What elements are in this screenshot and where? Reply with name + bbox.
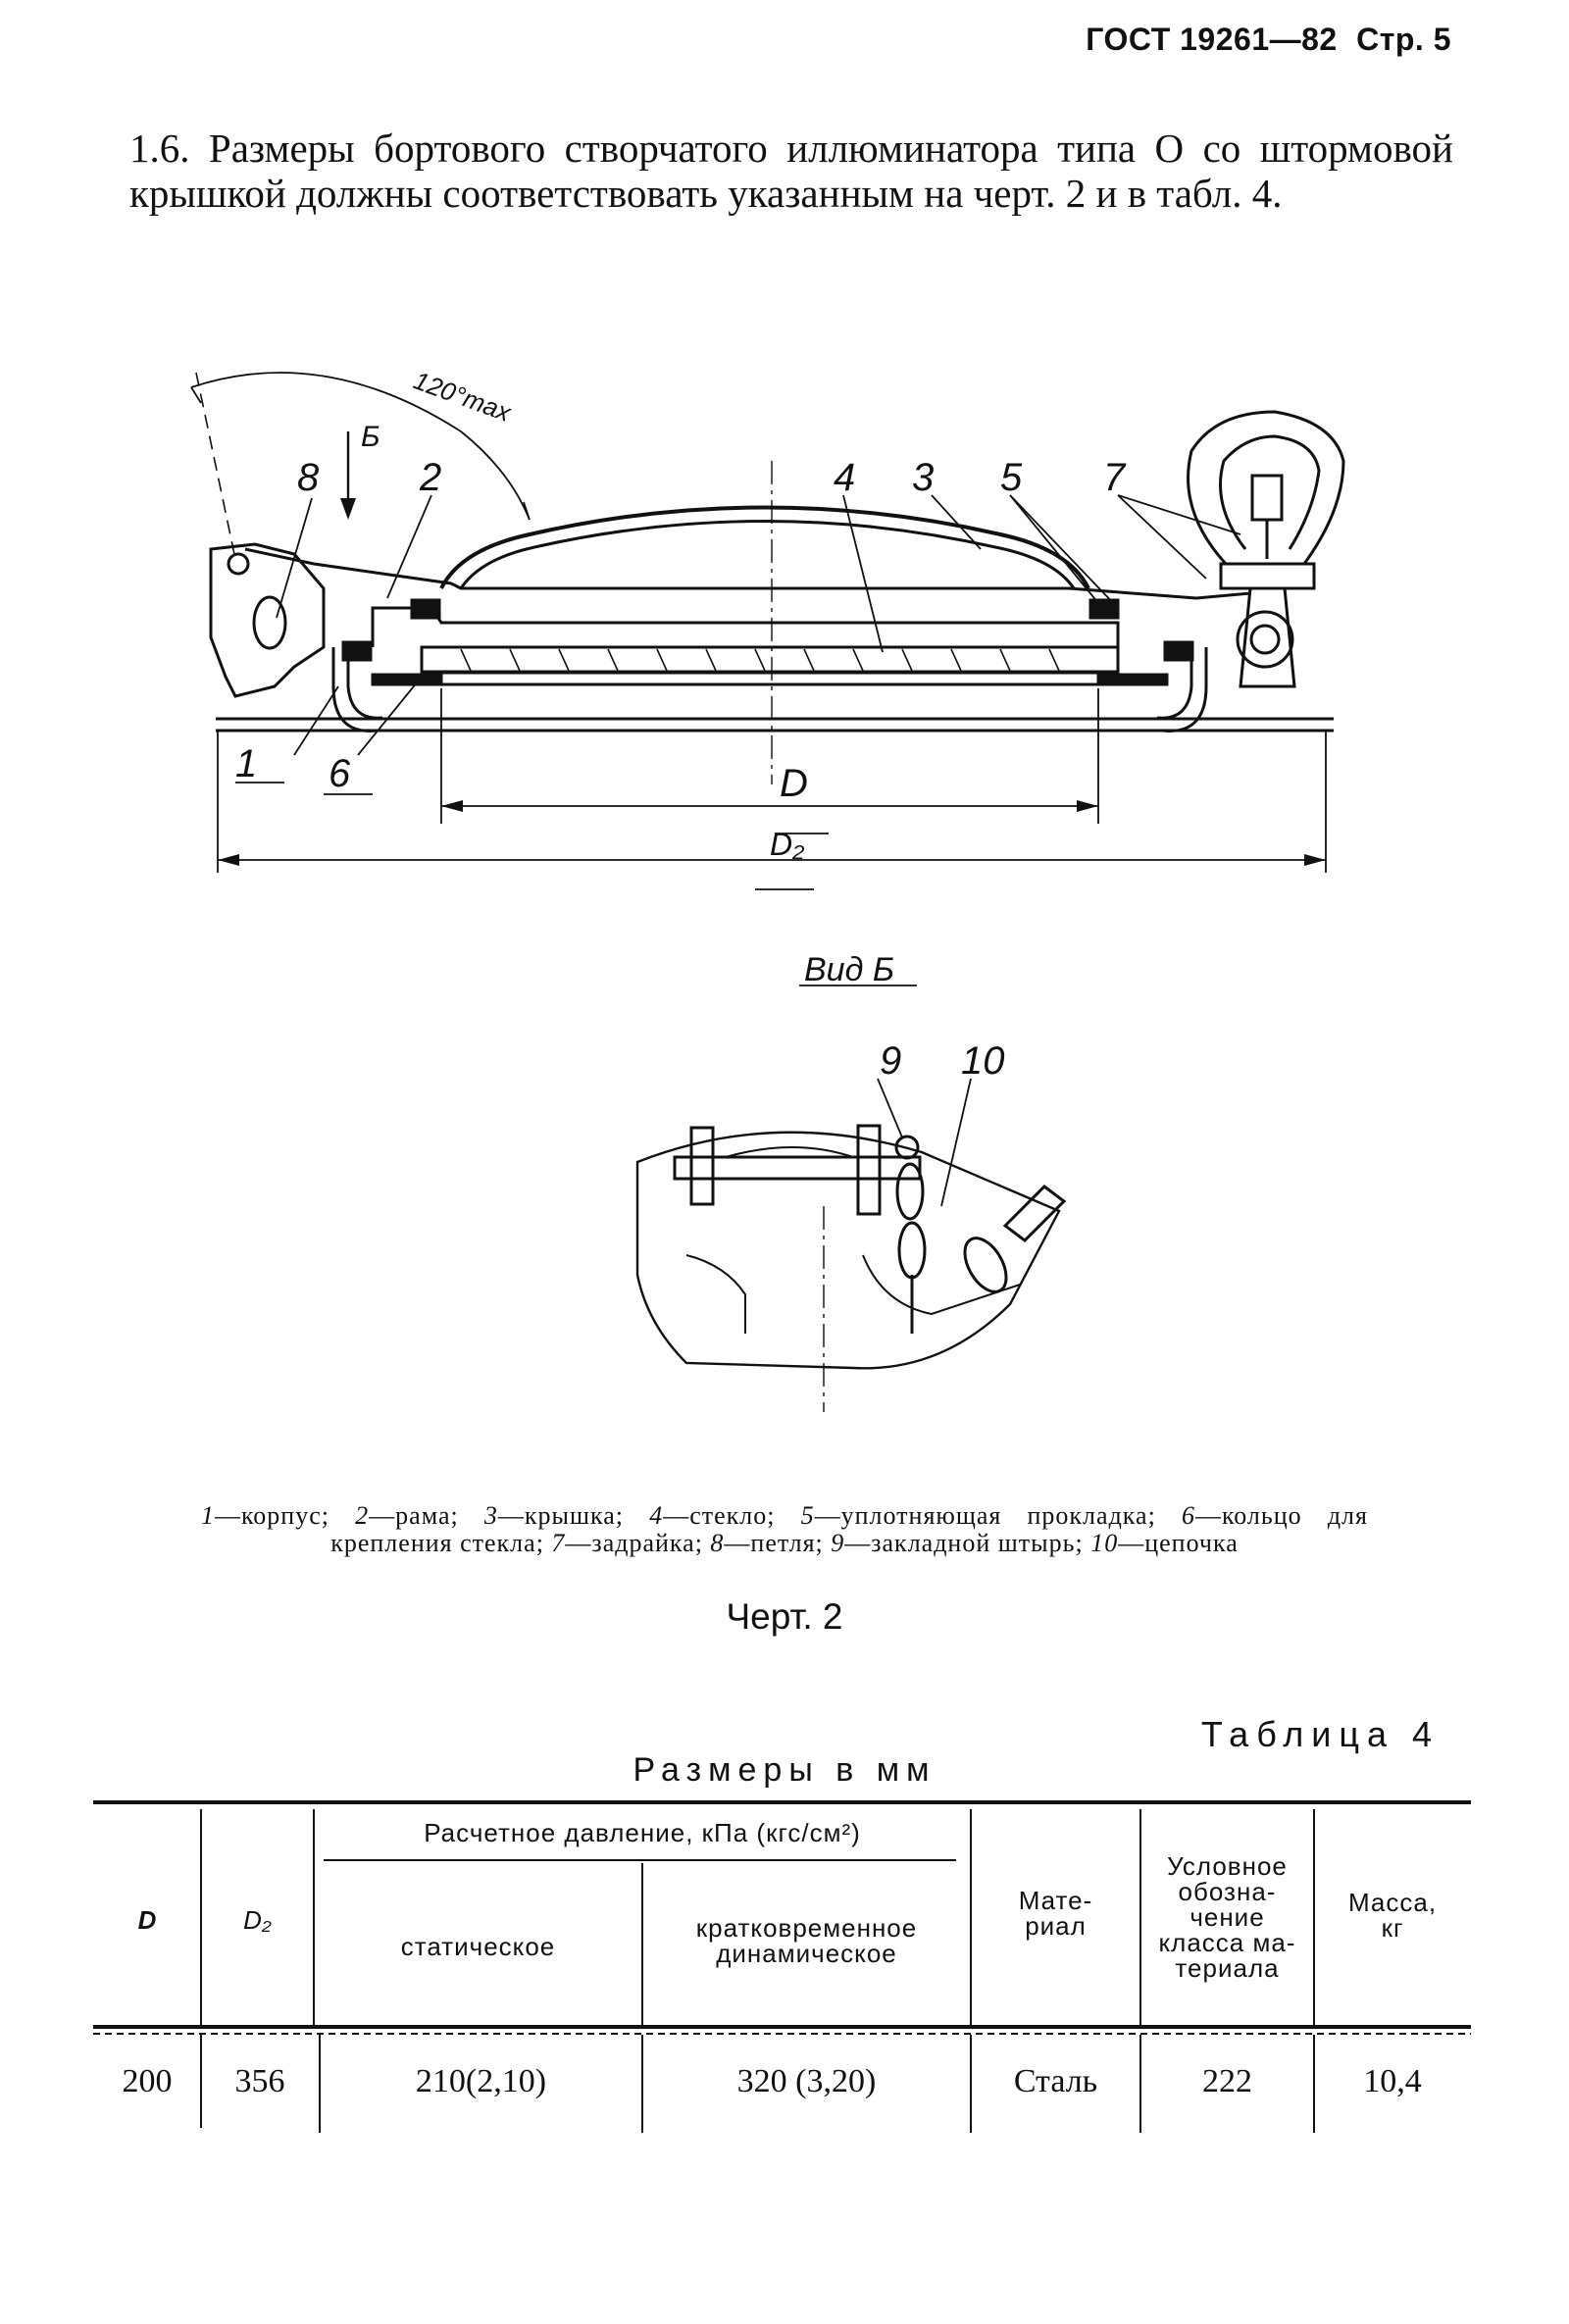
legend-item: 5—уплотняющая прокладка; — [800, 1501, 1182, 1530]
view-arrow-label: Б — [361, 421, 380, 453]
intro-paragraph: 1.6. Размеры бортового створчатого иллюм… — [129, 126, 1453, 216]
callout-2: 2 — [419, 456, 441, 499]
cell-d2: 356 — [234, 2063, 285, 2099]
standard-number: ГОСТ 19261—82 — [1086, 22, 1338, 57]
legend-item: 8—петля; — [710, 1529, 832, 1557]
callout-1: 1 — [235, 742, 257, 785]
legend-item: 9—закладной штырь; — [831, 1529, 1091, 1557]
callout-7: 7 — [1103, 456, 1127, 499]
callout-5: 5 — [1000, 456, 1023, 499]
col-header-static: статическое — [400, 1932, 556, 1961]
legend-item: 4—стекло; — [649, 1501, 801, 1530]
cell-static: 210(2,10) — [415, 2063, 547, 2099]
col-header-pressure: Расчетное давление, кПа (кгс/см²) — [424, 1818, 861, 1847]
col-header-mass: Масса,кг — [1347, 1888, 1438, 1943]
callout-6: 6 — [329, 752, 351, 795]
legend-item: 6—кольцо для крепления стекла; — [330, 1501, 1368, 1557]
drawing-legend: 1—корпус; 2—рама; 3—крышка; 4—стекло; 5—… — [201, 1502, 1368, 1557]
table-subtitle: Размеры в мм — [633, 1751, 936, 1789]
legend-item: 2—рама; — [355, 1501, 484, 1530]
col-header-material: Мате-риал — [1018, 1886, 1093, 1941]
porthole-drawing: 8 2 4 3 5 7 1 6 9 10 D D₂ Б 120°max Вид … — [190, 365, 1345, 1412]
cell-mass: 10,4 — [1363, 2063, 1422, 2099]
col-header-d: D — [137, 1905, 157, 1935]
page-number: Стр. 5 — [1356, 22, 1451, 57]
cell-d: 200 — [122, 2063, 173, 2099]
cell-dynamic: 320 (3,20) — [736, 2063, 877, 2099]
table-title: Таблица 4 — [1200, 1714, 1440, 1754]
legend-item: 3—крышка; — [483, 1501, 650, 1530]
legend-item: 7—задрайка; — [551, 1529, 711, 1557]
legend-item: 1—корпус; — [201, 1501, 356, 1530]
page-header: ГОСТ 19261—82 Стр. 5 — [1086, 22, 1451, 58]
callout-3: 3 — [912, 456, 934, 499]
cell-class: 222 — [1202, 2063, 1252, 2099]
figure-caption: Черт. 2 — [726, 1596, 843, 1637]
col-header-d2: D₂ — [243, 1905, 272, 1935]
legend-item: 10—цепочка — [1090, 1529, 1239, 1557]
dim-d-label: D — [780, 762, 808, 805]
view-b-label: Вид Б — [804, 951, 894, 988]
callout-8: 8 — [297, 456, 320, 499]
callout-10: 10 — [961, 1039, 1005, 1083]
callout-9: 9 — [880, 1039, 901, 1083]
callout-4: 4 — [834, 456, 855, 499]
cell-material: Сталь — [1013, 2063, 1098, 2099]
dim-d2-label: D₂ — [770, 827, 804, 862]
